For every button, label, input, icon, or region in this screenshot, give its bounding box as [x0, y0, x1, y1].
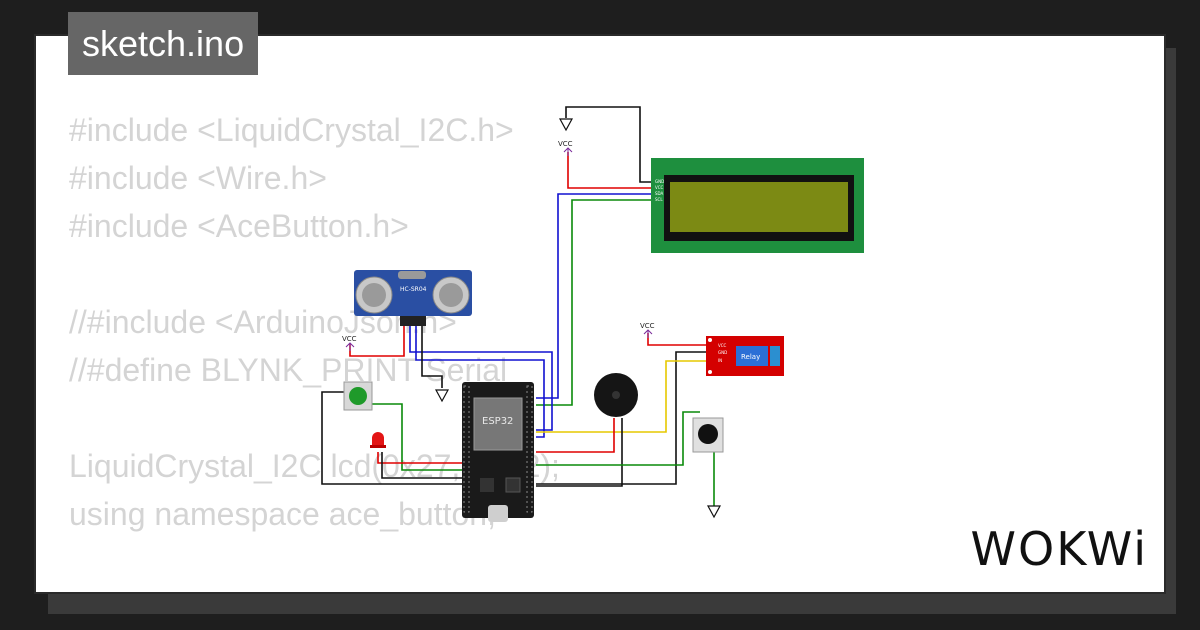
lcd-pin-label: GND	[655, 179, 664, 184]
esp32-chip	[480, 478, 494, 492]
lcd-pin-label: SDA	[655, 191, 664, 196]
relay-label: Relay	[741, 353, 760, 361]
wire-relay-in	[536, 360, 706, 433]
ultrasonic-sensor[interactable]: HC-SR04	[354, 270, 472, 326]
relay-block	[736, 346, 768, 366]
buzzer[interactable]	[594, 373, 638, 417]
wire-buzzer-neg	[536, 418, 623, 487]
wire-buzzer-pos	[536, 418, 615, 453]
wire-led-anode	[377, 452, 466, 464]
lcd-screen	[670, 182, 848, 232]
lcd-pin-label: VCC	[655, 185, 664, 190]
wire-button1-gnd	[321, 391, 466, 485]
wire-relay-vcc	[647, 333, 706, 346]
vcc-arrow-icon	[563, 147, 573, 156]
vcc-arrow-icon	[643, 329, 653, 338]
buzzer-hole	[612, 391, 620, 399]
button-cap	[349, 387, 367, 405]
sensor-mesh	[362, 283, 386, 307]
wire-lcd-sda	[536, 193, 652, 399]
wire-button1-signal	[372, 403, 466, 471]
project-card: #include <LiquidCrystal_I2C.h> #include …	[34, 34, 1166, 594]
code-background: #include <LiquidCrystal_I2C.h> #include …	[69, 106, 560, 592]
relay-terminal	[770, 346, 780, 366]
led-body	[372, 432, 384, 446]
ground-symbol	[558, 118, 574, 132]
sensor-pins	[400, 316, 426, 326]
relay-led	[708, 338, 712, 342]
sketch-file-title: sketch.ino	[68, 12, 259, 75]
relay-pin-label: VCC	[718, 343, 727, 348]
ground-symbol	[706, 505, 722, 519]
relay-pin-label: GND	[718, 350, 727, 355]
sensor-crystal	[398, 271, 426, 279]
esp32-board[interactable]: ESP32	[462, 382, 534, 522]
esp32-module-shield	[473, 397, 523, 451]
push-button-black[interactable]	[692, 417, 724, 453]
code-line: #include <AceButton.h>	[69, 208, 409, 244]
usb-port	[488, 505, 508, 522]
sensor-mesh	[439, 283, 463, 307]
wire-relay-gnd	[536, 351, 706, 485]
code-line: #include <Wire.h>	[69, 160, 327, 196]
push-button-green[interactable]	[343, 381, 373, 411]
vcc-label: VCC	[640, 322, 655, 330]
esp32-chip	[505, 477, 521, 493]
wire-lcd-vcc	[567, 152, 652, 189]
wokwi-logo: WOKWi	[970, 522, 1148, 576]
wire-sensor-vcc	[349, 326, 405, 357]
wire-sensor-trig	[409, 326, 553, 431]
wire-sensor-gnd	[421, 326, 443, 388]
ground-symbol	[434, 389, 450, 403]
led-rim	[370, 445, 386, 448]
wire-led-cathode	[381, 452, 466, 479]
esp32-label: ESP32	[482, 416, 513, 427]
lcd-display[interactable]: GND VCC SDA SCL	[651, 158, 864, 253]
code-line: //#define BLYNK_PRINT Serial	[69, 352, 508, 388]
wire-button2-signal	[536, 411, 700, 466]
wire-lcd-gnd	[565, 106, 652, 183]
red-led[interactable]	[370, 432, 386, 448]
relay-module[interactable]: Relay VCC GND IN	[706, 336, 784, 376]
code-line: #include <LiquidCrystal_I2C.h>	[69, 112, 514, 148]
wire-sensor-echo	[415, 326, 545, 438]
vcc-label: VCC	[558, 140, 573, 148]
lcd-pin-label: SCL	[655, 197, 663, 202]
button-cap	[698, 424, 718, 444]
vcc-arrow-icon	[345, 342, 355, 351]
wire-lcd-scl	[536, 199, 652, 406]
relay-led	[708, 370, 712, 374]
vcc-label: VCC	[342, 335, 357, 343]
relay-pin-label: IN	[718, 358, 722, 363]
sensor-label: HC-SR04	[400, 286, 427, 293]
